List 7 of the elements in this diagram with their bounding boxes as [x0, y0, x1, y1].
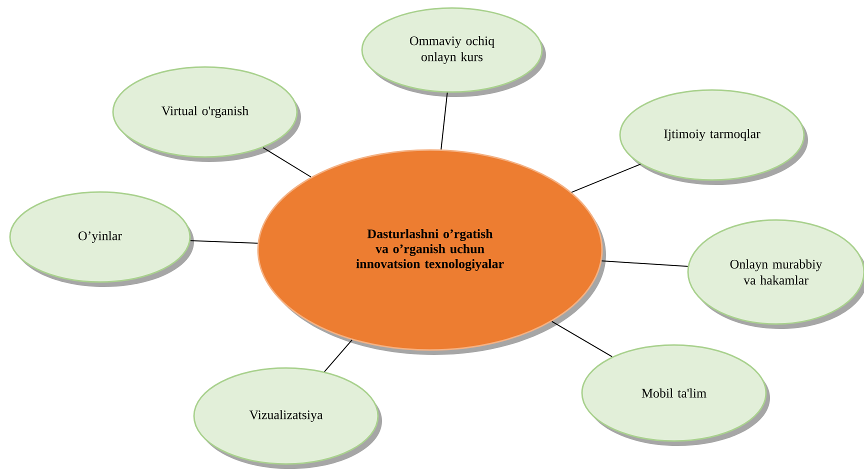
- connector-line: [551, 320, 613, 358]
- connector-line: [571, 164, 642, 193]
- connector-line: [262, 147, 312, 178]
- connector-line: [440, 92, 448, 150]
- connector-line: [601, 260, 688, 267]
- connector-line: [324, 339, 353, 372]
- connector-line: [190, 240, 258, 244]
